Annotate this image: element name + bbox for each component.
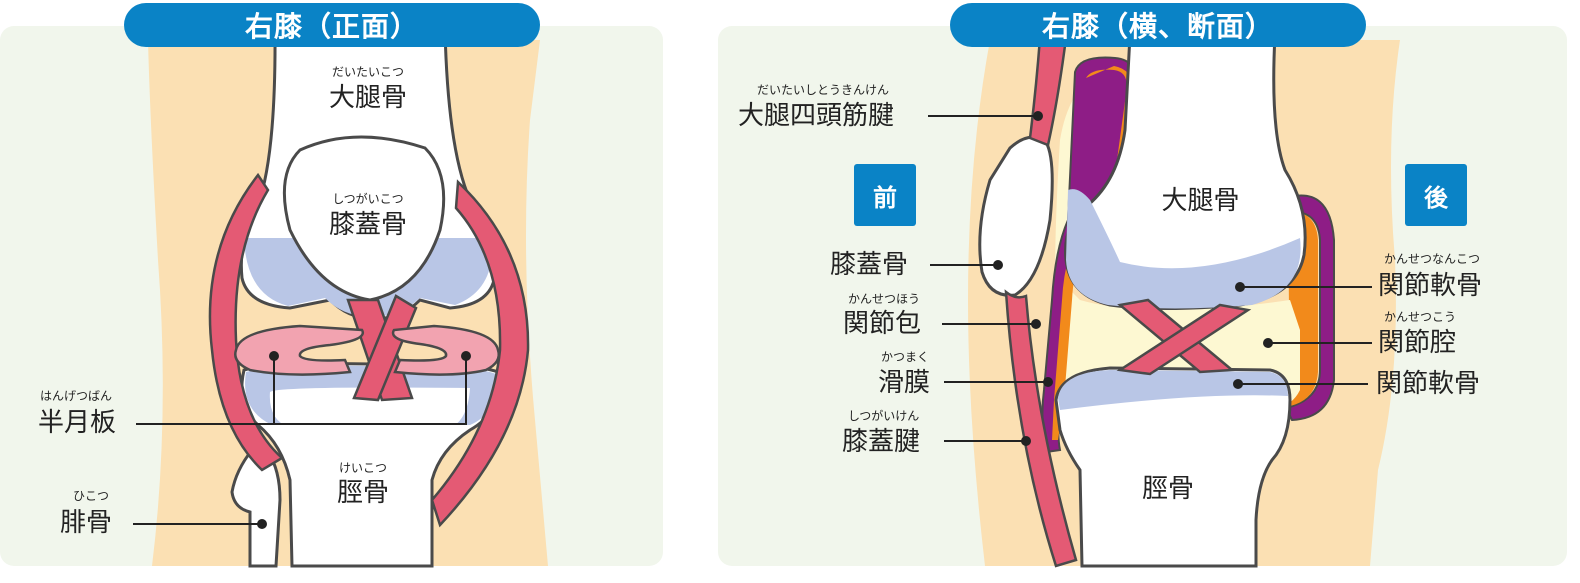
side-view-title: 右膝（横、断面） bbox=[950, 3, 1366, 47]
front-meniscus-right bbox=[391, 324, 500, 376]
side-cavity-ruby: かんせつこう bbox=[1384, 310, 1457, 324]
side-patellar-tendon-ruby: しつがいけん bbox=[848, 409, 920, 423]
front-leader-lines bbox=[133, 356, 467, 525]
front-lateral-collateral-ligament bbox=[430, 179, 530, 528]
side-leader-dots bbox=[993, 111, 1273, 446]
side-tibia-bone bbox=[1054, 366, 1292, 568]
front-meniscus-dot-right bbox=[461, 351, 471, 361]
side-femur-cartilage bbox=[1066, 189, 1301, 309]
side-synovium-ruby: かつまく bbox=[881, 350, 930, 364]
side-capsule-ruby: かんせつほう bbox=[848, 292, 921, 306]
front-meniscus-label: 半月板 bbox=[38, 408, 117, 438]
front-fibula-bone bbox=[230, 448, 282, 568]
front-patella-bone bbox=[282, 135, 446, 302]
side-cruciate-ligament-b bbox=[1116, 303, 1252, 376]
front-medial-collateral-ligament bbox=[208, 172, 285, 472]
front-fibula-label: 腓骨 bbox=[60, 508, 113, 538]
front-femur-ruby: だいたいこつ bbox=[331, 65, 404, 79]
side-cavity-label: 関節腔 bbox=[1378, 328, 1457, 358]
side-cartilage-lower-label: 関節軟骨 bbox=[1376, 369, 1481, 399]
side-leader-lines bbox=[928, 115, 1372, 442]
front-tibia-ruby: けいこつ bbox=[338, 461, 387, 475]
side-quad-tendon-label: 大腿四頭筋腱 bbox=[738, 101, 895, 131]
side-capsule-posterior bbox=[1284, 194, 1335, 422]
side-patellar-tendon-label: 膝蓋腱 bbox=[842, 427, 921, 457]
front-patella-label: 膝蓋骨 bbox=[328, 210, 407, 240]
side-tibia-cartilage bbox=[1058, 370, 1288, 410]
front-meniscus-left bbox=[234, 324, 365, 376]
front-meniscus-ruby: はんげつばん bbox=[40, 389, 113, 403]
side-patellar-tendon bbox=[1004, 289, 1078, 568]
side-cartilage-upper-label: 関節軟骨 bbox=[1378, 271, 1483, 301]
front-patella-ruby: しつがいこつ bbox=[332, 192, 404, 206]
front-side-badge: 前 bbox=[854, 164, 916, 226]
front-tibia-label: 脛骨 bbox=[336, 478, 389, 508]
side-quad-tendon-ruby: だいたいしとうきんけん bbox=[757, 83, 890, 97]
side-tibia-label: 脛骨 bbox=[1141, 474, 1194, 504]
side-synovium-label: 滑膜 bbox=[878, 368, 931, 398]
front-view-title: 右膝（正面） bbox=[124, 3, 540, 47]
back-side-badge: 後 bbox=[1405, 164, 1467, 226]
side-cartilage-upper-ruby: かんせつなんこつ bbox=[1384, 252, 1481, 266]
side-patella-label: 膝蓋骨 bbox=[830, 250, 909, 280]
side-femur-label: 大腿骨 bbox=[1161, 186, 1240, 216]
front-femur-label: 大腿骨 bbox=[328, 83, 407, 113]
front-meniscus-dot-left bbox=[269, 351, 279, 361]
front-fibula-ruby: ひこつ bbox=[73, 489, 110, 503]
front-cruciate-ligament-b bbox=[352, 294, 418, 402]
side-capsule-label: 関節包 bbox=[843, 309, 922, 339]
front-fibula-dot bbox=[257, 519, 267, 529]
